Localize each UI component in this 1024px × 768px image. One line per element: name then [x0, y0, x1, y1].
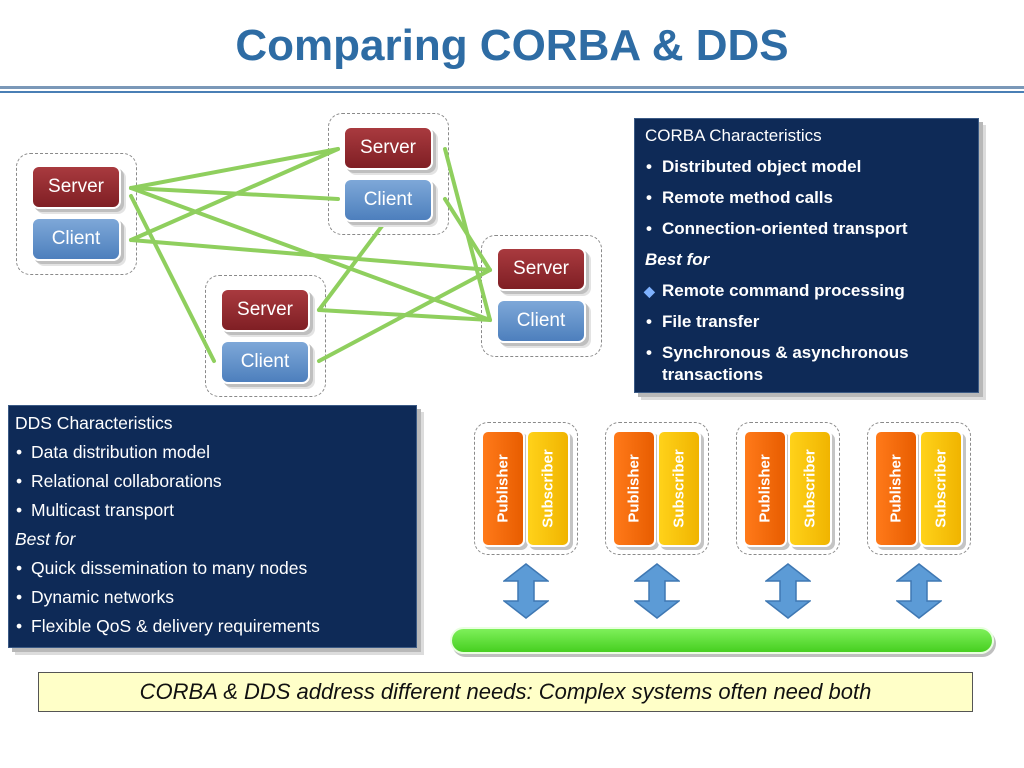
corba-heading: CORBA Characteristics — [645, 126, 822, 145]
list-item: • Quick dissemination to many nodes — [15, 557, 410, 579]
bullet-icon: • — [16, 558, 23, 578]
bullet-icon: • — [646, 343, 652, 362]
node-group-1-frame — [16, 153, 137, 275]
bullet-icon: • — [646, 312, 652, 331]
list-item-text: Remote method calls — [662, 188, 833, 207]
client-node-4: Client — [496, 299, 586, 343]
bullet-icon: • — [16, 500, 23, 520]
list-item-text: Relational collaborations — [31, 471, 222, 491]
client-node-1: Client — [31, 217, 121, 261]
publisher-label: Publisher — [494, 454, 512, 523]
corba-best-for-label: Best for — [645, 250, 710, 269]
publisher-block: Publisher — [874, 430, 918, 547]
publisher-label: Publisher — [756, 454, 774, 523]
list-item: • Remote method calls — [645, 187, 968, 209]
subscriber-label: Subscriber — [539, 449, 557, 528]
publisher-label: Publisher — [887, 454, 905, 523]
bullet-icon: • — [646, 188, 652, 207]
double-arrow-icon — [634, 563, 680, 619]
list-item-text: Quick dissemination to many nodes — [31, 558, 308, 578]
double-arrow-icon — [896, 563, 942, 619]
node-group-2-frame — [328, 113, 449, 235]
pubsub-group-4 — [867, 422, 971, 555]
link-line — [129, 147, 340, 190]
server-node-2: Server — [343, 126, 433, 170]
server-node-1: Server — [31, 165, 121, 209]
node-group-3-frame — [205, 275, 326, 397]
publisher-block: Publisher — [612, 430, 656, 547]
link-line — [317, 224, 384, 312]
list-item: • Multicast transport — [15, 499, 410, 521]
bullet-icon: • — [16, 471, 23, 491]
subscriber-block: Subscriber — [657, 430, 701, 547]
dds-best-for-list: • Quick dissemination to many nodes • Dyna… — [15, 557, 410, 637]
double-arrow-icon — [503, 563, 549, 619]
list-item-text: Distributed object model — [662, 157, 862, 176]
link-line — [317, 268, 492, 363]
list-item: • Connection-oriented transport — [645, 218, 968, 240]
publisher-block: Publisher — [743, 430, 787, 547]
list-item-text: Multicast transport — [31, 500, 174, 520]
list-item: • Distributed object model — [645, 156, 968, 178]
bullet-icon: • — [16, 616, 23, 636]
bullet-icon: • — [646, 219, 652, 238]
list-item-text: File transfer — [662, 312, 760, 331]
title-divider-secondary — [0, 91, 1024, 93]
subscriber-label: Subscriber — [670, 449, 688, 528]
footer-note: CORBA & DDS address different needs: Com… — [38, 672, 973, 712]
corba-best-for-list: ◆ Remote command processing • File transfe… — [644, 280, 968, 386]
list-item-text: Synchronous & asynchronous transactions — [662, 343, 909, 384]
dds-characteristics-panel: DDS Characteristics • Data distribution m… — [8, 405, 417, 648]
link-line — [129, 238, 492, 272]
list-item-text: Remote command processing — [662, 281, 905, 300]
bullet-icon: • — [16, 442, 23, 462]
page-title: Comparing CORBA & DDS — [235, 21, 789, 70]
list-item-text: Flexible QoS & delivery requirements — [31, 616, 320, 636]
subscriber-label: Subscriber — [932, 449, 950, 528]
list-item-text: Connection-oriented transport — [662, 219, 908, 238]
list-item: • Synchronous & asynchronous transactions — [645, 342, 968, 386]
dds-characteristics-list: • Data distribution model • Relational col… — [15, 441, 410, 521]
link-line — [129, 194, 216, 363]
title-divider — [0, 86, 1024, 89]
dds-heading: DDS Characteristics — [15, 413, 173, 433]
bullet-icon: • — [16, 587, 23, 607]
list-item-text: Data distribution model — [31, 442, 210, 462]
link-line — [443, 197, 492, 272]
list-item: • Data distribution model — [15, 441, 410, 463]
pubsub-group-2 — [605, 422, 709, 555]
list-item: ◆ Remote command processing — [644, 280, 968, 302]
client-node-2: Client — [343, 178, 433, 222]
list-item: • Relational collaborations — [15, 470, 410, 492]
data-bus — [450, 627, 994, 654]
subscriber-label: Subscriber — [801, 449, 819, 528]
node-group-4-frame — [481, 235, 602, 357]
footer-text: CORBA & DDS address different needs: Com… — [139, 679, 872, 704]
double-arrow-icon — [765, 563, 811, 619]
subscriber-block: Subscriber — [919, 430, 963, 547]
corba-characteristics-panel: CORBA Characteristics • Distributed objec… — [634, 118, 979, 393]
corba-characteristics-list: • Distributed object model • Remote method… — [645, 156, 968, 240]
client-node-3: Client — [220, 340, 310, 384]
subscriber-block: Subscriber — [788, 430, 832, 547]
list-item: • File transfer — [645, 311, 968, 333]
bullet-icon: • — [646, 157, 652, 176]
list-item-text: Dynamic networks — [31, 587, 174, 607]
list-item: • Flexible QoS & delivery requirements — [15, 615, 410, 637]
list-item: • Dynamic networks — [15, 586, 410, 608]
dds-best-for-label: Best for — [15, 529, 76, 549]
pubsub-group-3 — [736, 422, 840, 555]
server-node-4: Server — [496, 247, 586, 291]
subscriber-block: Subscriber — [526, 430, 570, 547]
server-node-3: Server — [220, 288, 310, 332]
publisher-label: Publisher — [625, 454, 643, 523]
pubsub-group-1 — [474, 422, 578, 555]
publisher-block: Publisher — [481, 430, 525, 547]
link-line — [129, 147, 340, 242]
diamond-bullet-icon: ◆ — [644, 283, 655, 299]
